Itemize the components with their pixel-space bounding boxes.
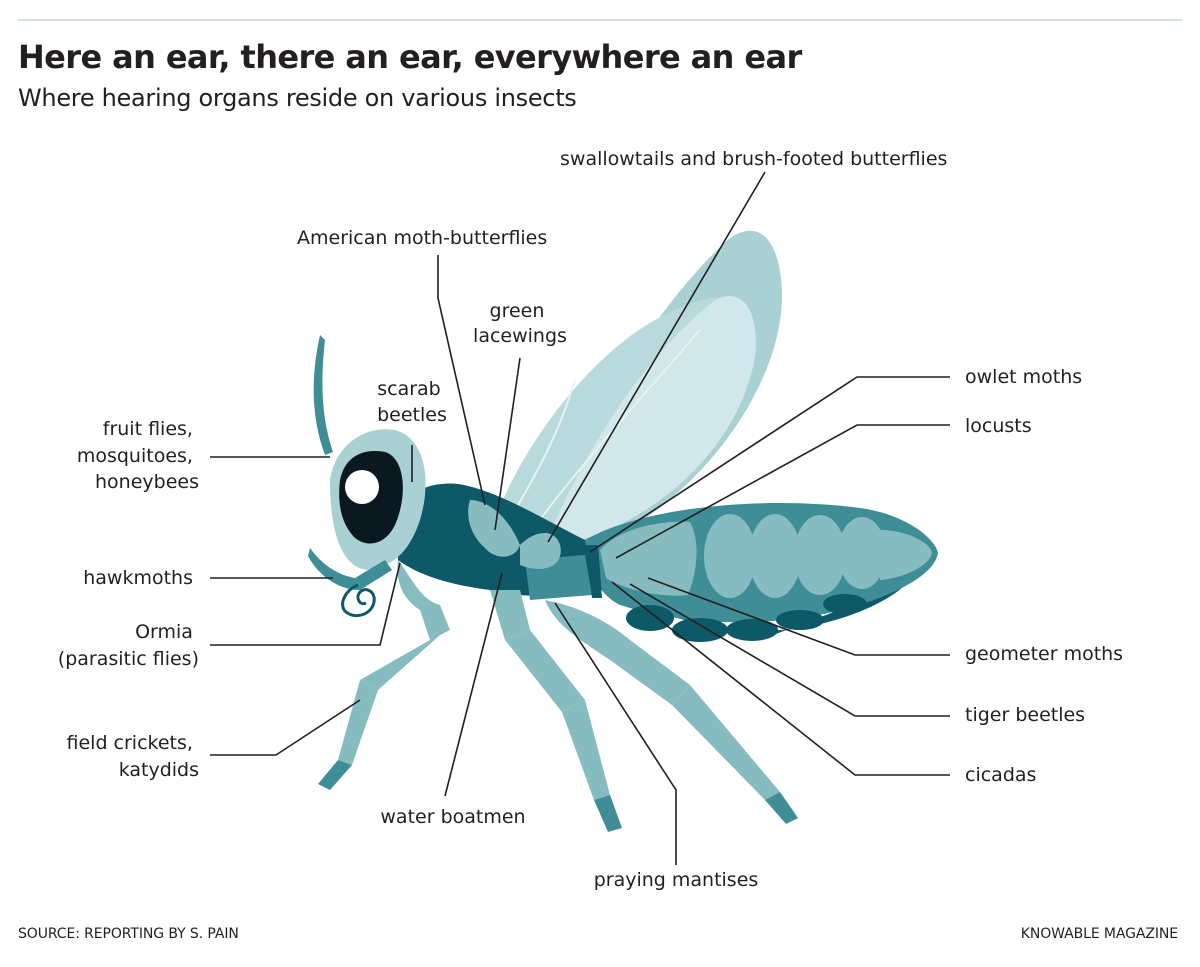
- proboscis-coil: [341, 583, 376, 618]
- fore-wing-inner: [545, 296, 756, 546]
- leader-american-moth-butterflies: [437, 255, 486, 506]
- labels: swallowtails and brush-footed butterflie…: [58, 148, 1123, 891]
- leader-owlet-moths: [589, 376, 950, 553]
- label-american-moth-butterflies: American moth-butterflies: [297, 227, 547, 249]
- label-tiger-beetles: tiger beetles: [965, 704, 1085, 726]
- leader-field-crickets: [210, 699, 361, 756]
- wing-base: [520, 532, 561, 569]
- antenna: [313, 335, 333, 455]
- source-credit: SOURCE: REPORTING BY S. PAIN: [18, 926, 239, 942]
- thorax-collar: [585, 545, 602, 598]
- label-cicadas: cicadas: [965, 764, 1036, 786]
- leader-lines: [210, 171, 950, 865]
- wing-base: [468, 500, 520, 557]
- leader-tiger-beetles: [629, 583, 950, 717]
- leader-green-lacewings: [494, 357, 521, 531]
- label-geometer-moths: geometer moths: [965, 643, 1123, 665]
- leader-praying-mantises: [554, 602, 677, 865]
- label-locusts: locusts: [965, 415, 1032, 437]
- leader-water-boatmen: [444, 572, 503, 797]
- leader-cicadas: [611, 581, 950, 776]
- leader-swallowtails: [547, 171, 766, 543]
- label-water-boatmen: water boatmen: [380, 806, 525, 828]
- label-scarab-beetles: scarab beetles: [377, 378, 447, 426]
- wing-vein: [524, 329, 701, 541]
- mouthparts: [308, 548, 392, 590]
- label-green-lacewings: green lacewings: [473, 300, 567, 347]
- leader-geometer-moths: [647, 577, 950, 656]
- top-rule: [18, 19, 1182, 21]
- label-owlet-moths: owlet moths: [965, 366, 1082, 388]
- page-subtitle: Where hearing organs reside on various i…: [18, 84, 577, 112]
- abdomen-segments: [600, 514, 932, 598]
- label-swallowtails: swallowtails and brush-footed butterflie…: [560, 148, 947, 170]
- abdomen-ventral-lobes: [626, 594, 867, 642]
- label-ormia: Ormia (parasitic flies): [58, 621, 199, 670]
- eye-highlight: [345, 470, 379, 504]
- leader-ormia: [210, 562, 401, 646]
- publisher-credit: KNOWABLE MAGAZINE: [1020, 926, 1178, 942]
- page-title: Here an ear, there an ear, everywhere an…: [18, 38, 802, 76]
- leader-locusts: [615, 424, 950, 559]
- label-praying-mantises: praying mantises: [594, 869, 759, 891]
- label-hawkmoths: hawkmoths: [83, 567, 193, 589]
- legs: [318, 560, 798, 832]
- label-fruit-flies: fruit flies, mosquitoes, honeybees: [77, 418, 199, 493]
- label-field-crickets: field crickets, katydids: [67, 732, 199, 781]
- insect-illustration: [308, 230, 938, 832]
